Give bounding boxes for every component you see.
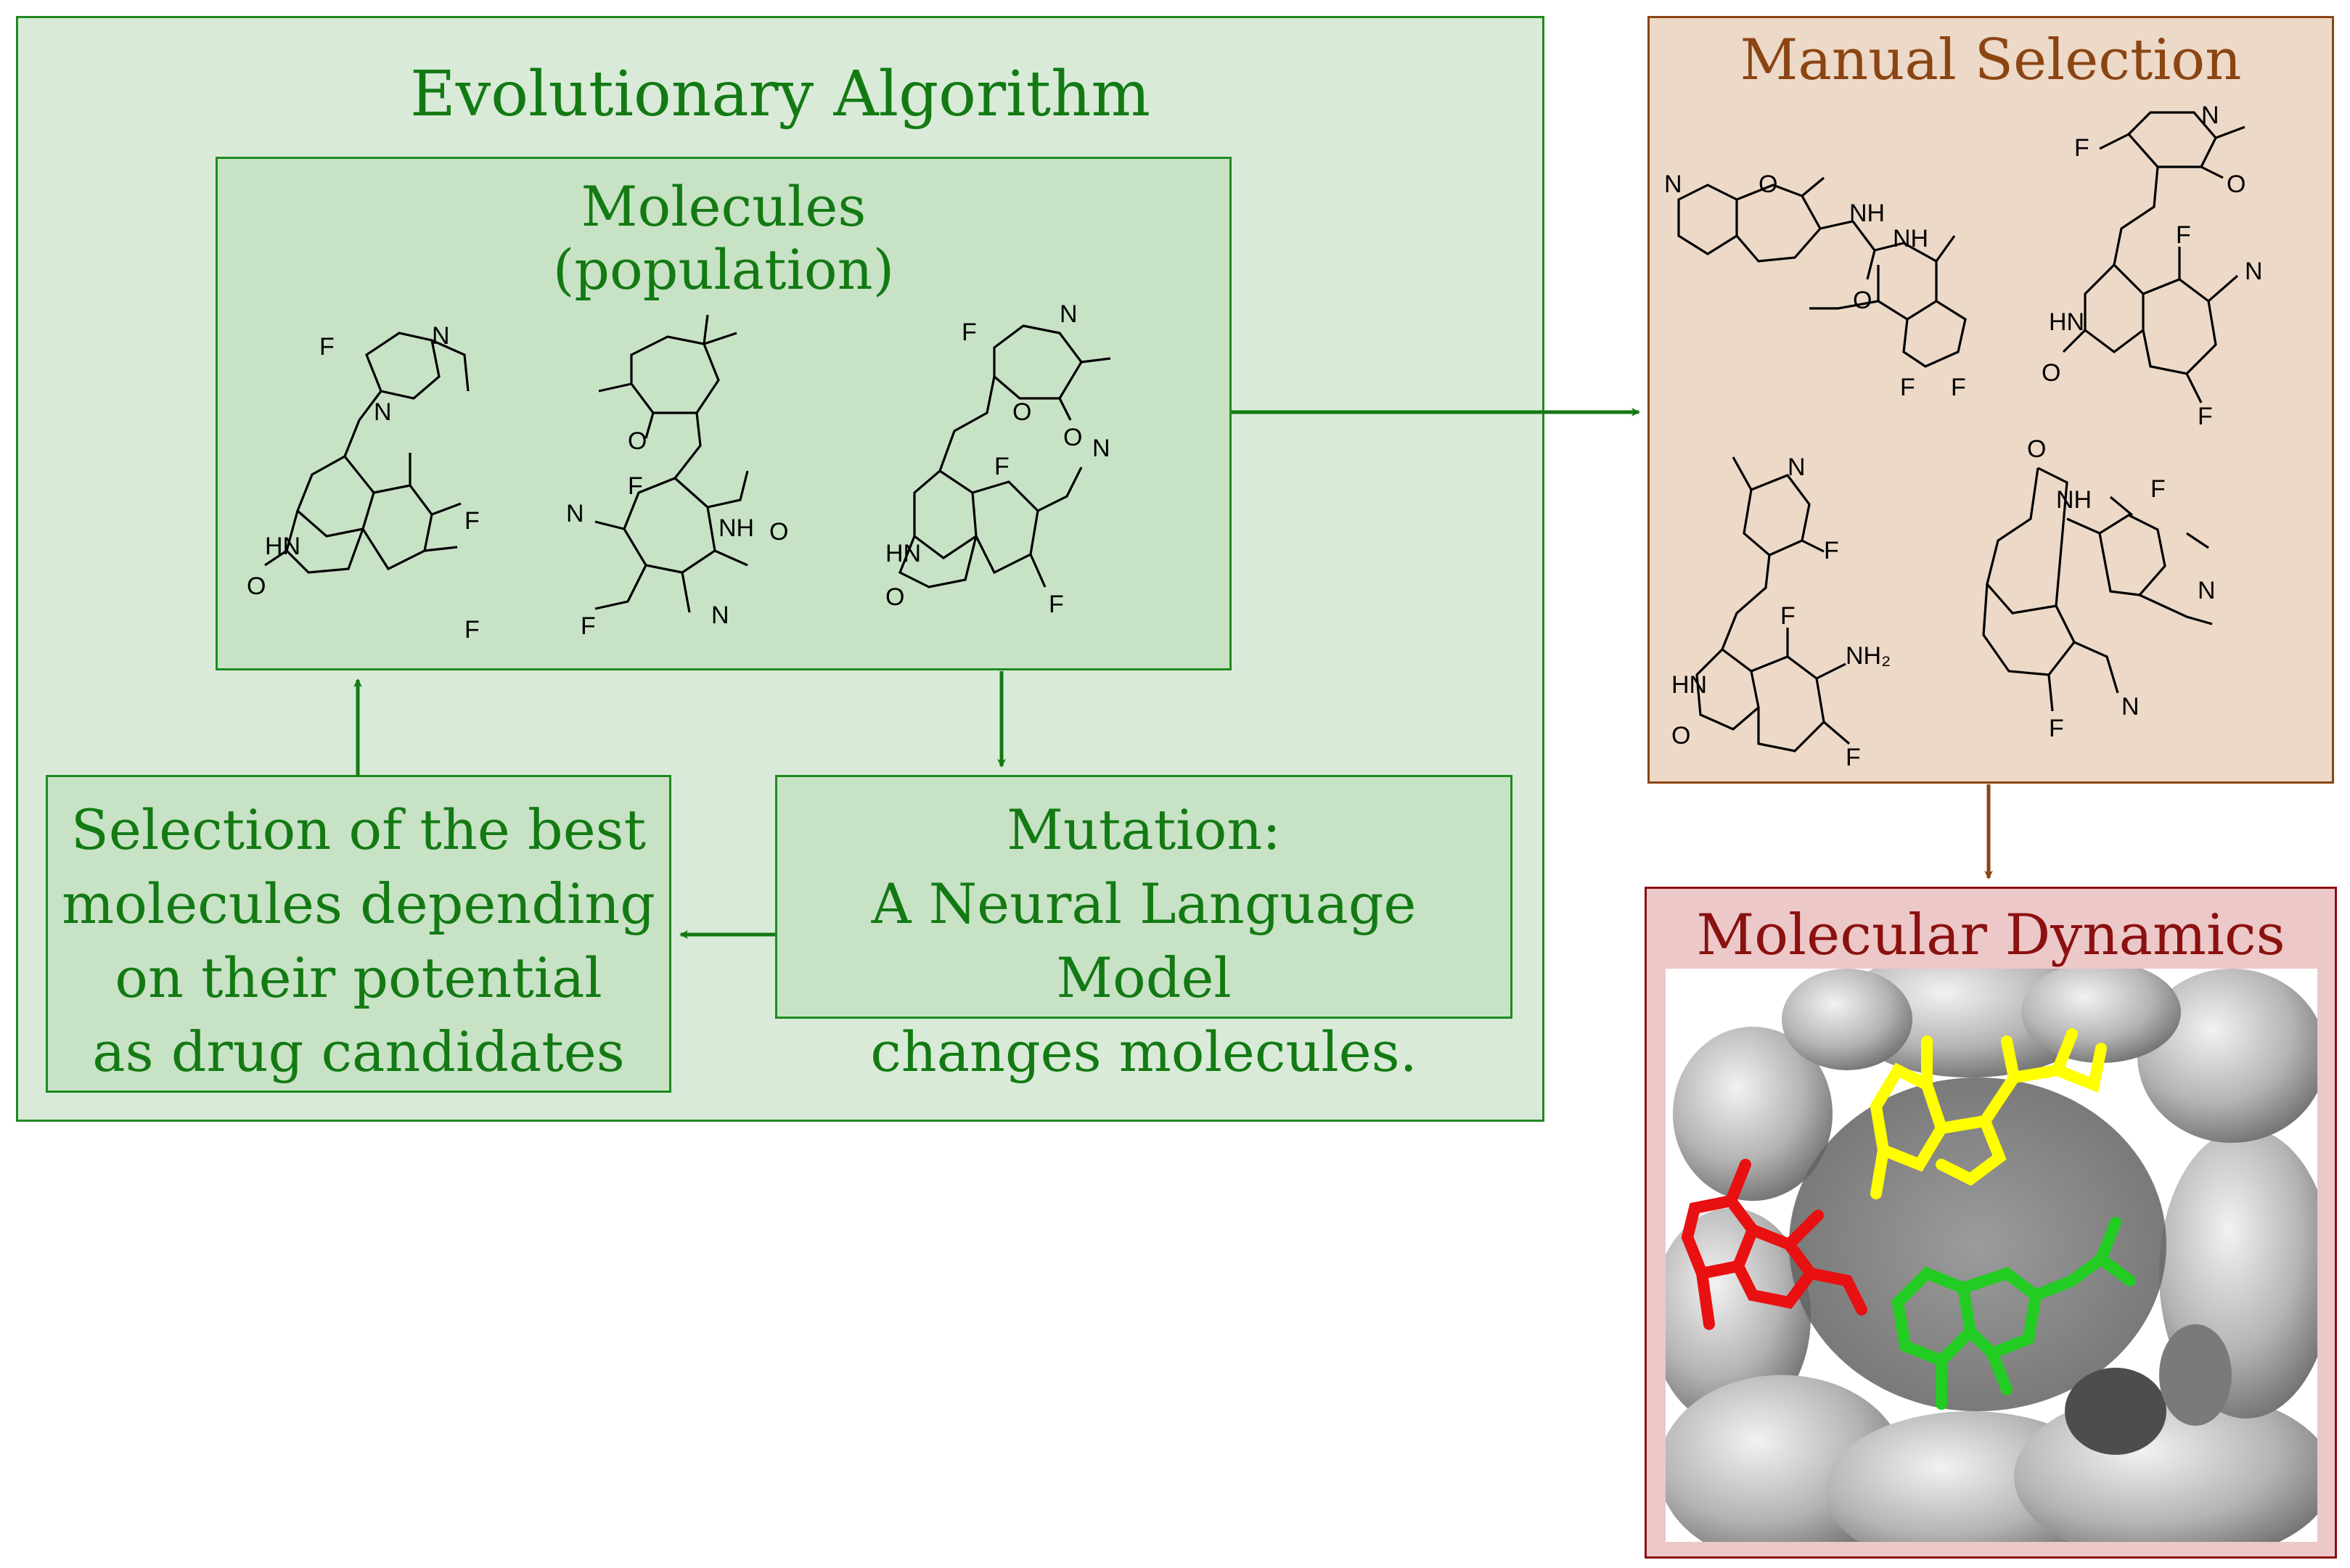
manual-selection-box: Manual Selection N O NH NH O F F [1647,16,2334,784]
atom-label: F [1846,744,1861,771]
atom-label: HN [885,540,921,567]
molecular-dynamics-title: Molecular Dynamics [1696,903,2285,968]
atom-label: N [1092,435,1110,462]
molecules-title-line1: Molecules [581,174,867,239]
atom-label: NH [718,514,754,542]
atom-label: N [1060,300,1078,328]
ligand-green [1891,1217,2136,1410]
atom-label: F [2049,715,2064,742]
atom-label: N [2201,102,2219,129]
molecules-title-line2: (population) [552,237,895,303]
atom-label: F [1824,537,1839,565]
mutation-text: Mutation: A Neural Language Model change… [777,793,1510,1089]
atom-label: N [2198,577,2216,604]
atom-label: HN [1671,671,1707,699]
atom-label: F [581,612,596,640]
protein-surface-image [1666,969,2317,1542]
atom-label: O [1063,424,1082,451]
atom-label: F [2176,221,2191,249]
selection-line: Selection of the best [70,797,647,862]
atom-label: F [628,472,643,500]
atom-label: F [464,616,480,644]
atom-label: N [374,398,392,426]
selected-molecule-4: O NH F N N F [1982,435,2216,742]
atom-label: O [2027,435,2046,463]
atom-label: NH [2056,486,2092,514]
atom-label: F [1780,602,1796,630]
atom-label: N [1788,453,1806,481]
atom-label: NH [1849,200,1885,227]
mutation-box: Mutation: A Neural Language Model change… [775,775,1512,1084]
atom-label: F [2074,134,2089,162]
atom-label: F [464,507,480,535]
molecular-dynamics-box: Molecular Dynamics [1645,887,2337,1559]
manual-selection-title: Manual Selection [1740,28,2242,93]
ligand-yellow [1870,1028,2107,1199]
atom-label: O [1853,287,1872,314]
atom-label: O [2042,359,2060,387]
selection-text: Selection of the best molecules dependin… [48,793,669,1089]
atom-label: O [628,427,647,455]
atom-label: O [2227,171,2245,198]
evolutionary-algorithm-title: Evolutionary Algorithm [409,58,1151,131]
selected-molecule-3: N F F NH₂ HN O F [1671,453,1891,771]
atom-label: O [1671,722,1690,750]
atom-label: N [432,322,450,350]
atom-label: N [2121,693,2140,721]
atom-label: NH₂ [1846,642,1891,670]
atom-label: HN [265,533,300,560]
atom-label: F [2150,475,2166,503]
atom-label: F [962,319,977,346]
selection-line: as drug candidates [92,1019,625,1084]
population-molecule-2: O N F NH O F N [566,314,788,640]
selection-line: on their potential [115,945,602,1010]
atom-label: O [885,583,904,611]
molecules-population-box: Molecules (population) F N N HN O F F [216,157,1232,670]
atom-label: F [994,453,1010,480]
atom-label: N [2245,258,2263,285]
atom-label: O [1012,398,1031,426]
atom-label: N [711,602,729,629]
atom-label: N [566,500,584,528]
atom-label: F [319,333,335,361]
selection-box: Selection of the best molecules dependin… [46,775,671,1093]
mutation-line: A Neural Language Model [871,871,1417,1010]
atom-label: F [1951,374,1966,401]
atom-label: O [769,518,788,546]
selected-molecule-1: N O NH NH O F F [1664,171,1967,401]
ligand-red [1681,1159,1867,1330]
mutation-line: changes molecules. [870,1019,1417,1084]
atom-label: N [1664,171,1682,198]
atom-label: F [1049,591,1064,618]
atom-label: HN [2049,308,2084,336]
selection-line: molecules depending [62,871,655,936]
atom-label: NH [1893,225,1928,253]
protein-ligand-render [1666,969,2317,1542]
atom-label: F [2198,403,2213,430]
population-molecule-1: F N N HN O F F [247,322,480,644]
atom-label: O [247,572,266,600]
molecules-title: Molecules (population) [218,175,1229,302]
atom-label: F [1900,374,1915,401]
mutation-line: Mutation: [1007,797,1281,862]
population-molecule-3: F N O O N F HN O F [885,300,1111,618]
selected-molecule-2: N F O F N HN O F [2042,102,2263,430]
atom-label: O [1759,171,1777,198]
